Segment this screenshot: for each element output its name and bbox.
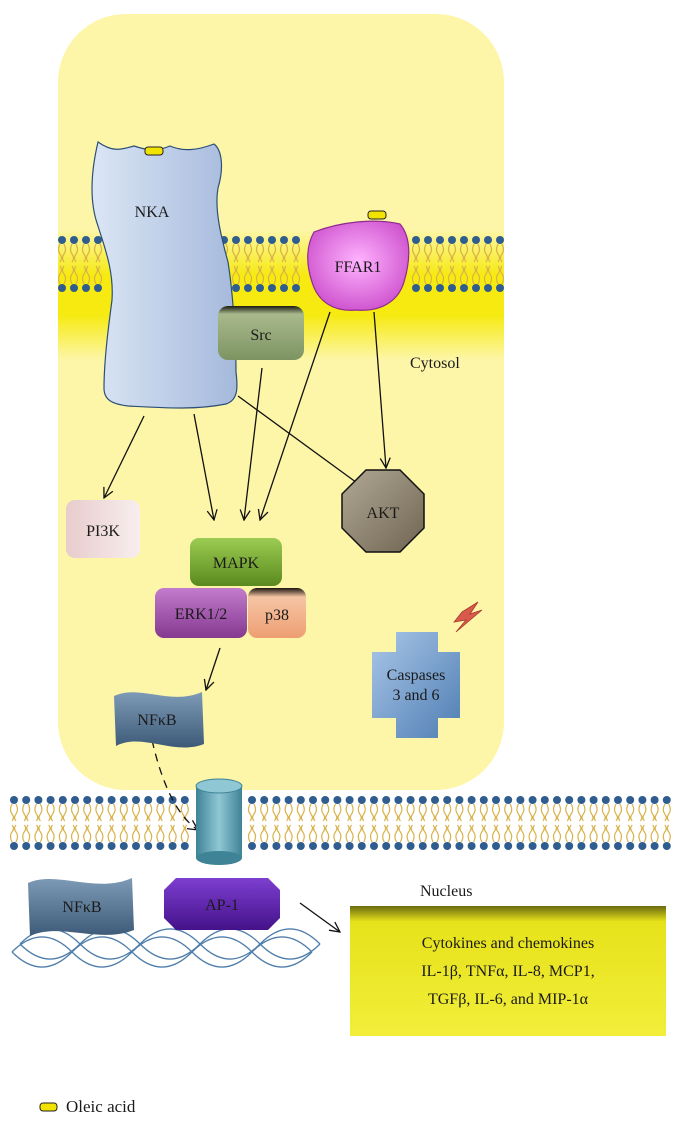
oleic-acid-marker xyxy=(367,210,387,220)
oleic-acid-marker xyxy=(144,146,164,156)
src-kinase: Src xyxy=(218,306,304,360)
lightning-icon xyxy=(453,601,483,633)
akt-label: AKT xyxy=(367,505,400,522)
oleic-acid-legend-swatch xyxy=(39,1102,58,1112)
ap1-label: AP-1 xyxy=(205,897,239,914)
pi3k-kinase: PI3K xyxy=(66,500,140,558)
pathway-arrows xyxy=(104,311,386,932)
oleic-acid-legend-label: Oleic acid xyxy=(66,1097,136,1116)
arrow-nfkb-translocation xyxy=(151,739,198,830)
arrow-nka-to-pi3k xyxy=(104,415,145,498)
output-line2: IL-1β, TNFα, IL-8, MCP1, xyxy=(421,963,594,980)
nuclear-membrane-bilayer xyxy=(9,796,671,850)
nka-label: NKA xyxy=(135,204,170,221)
arrow-ffar1-to-mapk xyxy=(260,311,331,520)
caspases-label-line2: 3 and 6 xyxy=(392,687,439,704)
legend: Oleic acid xyxy=(39,1097,136,1116)
arrow-src-to-mapk xyxy=(244,367,263,520)
nuclear-pore-channel xyxy=(195,778,243,865)
arrow-erk-to-nfkb xyxy=(206,647,221,690)
dna-helix xyxy=(11,928,321,968)
ffar1-receptor: FFAR1 xyxy=(307,210,410,311)
p38-label: p38 xyxy=(265,607,289,624)
caspases-label-line1: Caspases xyxy=(387,667,446,684)
output-line3: TGFβ, IL-6, and MIP-1α xyxy=(428,991,589,1008)
p38-kinase: p38 xyxy=(248,588,306,638)
nfkb-nucleus-label: NFκB xyxy=(62,899,101,916)
caspases-protein: Caspases 3 and 6 xyxy=(372,632,460,738)
output-line1: Cytokines and chemokines xyxy=(422,935,594,952)
arrow-ap1-to-cytokines xyxy=(299,902,340,932)
ap1-factor: AP-1 xyxy=(164,878,280,930)
arrow-nka-to-akt xyxy=(237,395,364,488)
nucleus-label: Nucleus xyxy=(420,883,472,900)
cytosol-label: Cytosol xyxy=(410,355,460,372)
nfkb-cytosol: NFκB xyxy=(114,692,204,748)
mapk-kinase: MAPK xyxy=(190,538,282,586)
nfkb-cytosol-label: NFκB xyxy=(137,712,176,729)
plasma-membrane-bilayer xyxy=(57,236,505,292)
cytokines-output-box: Cytokines and chemokines IL-1β, TNFα, IL… xyxy=(350,906,666,1036)
nka-protein: NKA xyxy=(91,140,238,409)
arrow-nka-to-mapk xyxy=(193,413,214,520)
erk-label: ERK1/2 xyxy=(175,606,227,623)
ffar1-label: FFAR1 xyxy=(335,259,382,276)
arrow-ffar1-to-akt xyxy=(373,311,386,468)
mapk-label: MAPK xyxy=(213,555,260,572)
erk-kinase: ERK1/2 xyxy=(155,588,247,638)
pi3k-label: PI3K xyxy=(86,523,120,540)
akt-kinase: AKT xyxy=(341,469,425,553)
nfkb-nucleus: NFκB xyxy=(28,878,134,936)
src-label: Src xyxy=(250,327,271,344)
